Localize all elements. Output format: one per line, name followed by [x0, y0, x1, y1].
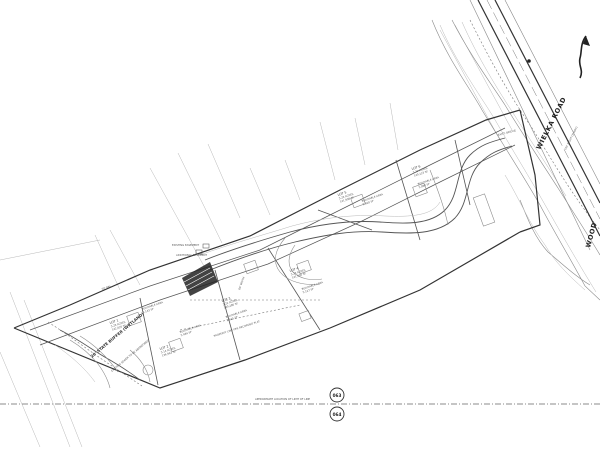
svg-text:LOT 3: LOT 3 — [221, 296, 231, 303]
bridge-note: EXIST. BRIDGE — [497, 128, 516, 137]
lot-5-buildable: BUILDABLE AREA 5,928 SF — [361, 192, 384, 206]
match-line-label: APPROXIMATE LOCATION OF LIMIT OF LINE — [255, 397, 310, 401]
lot-2-buildable: BUILDABLE AREA 5,484 SF — [179, 323, 202, 337]
svg-text:141,990 SF: 141,990 SF — [291, 271, 307, 280]
existing-easement-note: EXISTING EASEMENT — [172, 243, 199, 247]
svg-text:141,908 SF: 141,908 SF — [339, 195, 355, 204]
svg-text:3.22 ACRES: 3.22 ACRES — [412, 166, 428, 175]
svg-text:LOT 1: LOT 1 — [109, 318, 119, 325]
svg-text:BUILDABLE AREA: BUILDABLE AREA — [301, 280, 324, 291]
svg-text:BUILDABLE AREA: BUILDABLE AREA — [141, 300, 164, 311]
svg-text:5,928 SF: 5,928 SF — [362, 199, 375, 206]
lot-5-label: LOT 5 3.26 ACRES 141,908 SF — [337, 190, 355, 204]
svg-text:142,020 SF: 142,020 SF — [111, 323, 127, 332]
svg-text:BUILDABLE AREA: BUILDABLE AREA — [179, 323, 202, 334]
lot-2-label: LOT 2 3.14 ACRES 136,963 SF — [159, 344, 177, 358]
lot-1-label: LOT 1 3.26 ACRES 142,020 SF — [109, 318, 127, 332]
lot-4-buildable: BUILDABLE AREA 5,127 SF — [301, 280, 324, 294]
svg-text:LOT 5: LOT 5 — [337, 190, 347, 197]
sheet-match-line: APPROXIMATE LOCATION OF LIMIT OF LINE 06… — [0, 387, 600, 422]
svg-text:5,998 SF: 5,998 SF — [418, 182, 431, 189]
svg-text:5,127 SF: 5,127 SF — [302, 287, 315, 294]
wetland-buffer — [47, 321, 154, 389]
svg-text:BUILDABLE AREA: BUILDABLE AREA — [225, 308, 248, 319]
access-drive — [199, 137, 513, 285]
svg-text:BUILDABLE AREA: BUILDABLE AREA — [417, 175, 440, 186]
setback-note: 50' BRL — [101, 284, 112, 291]
additional-easement-note: ADDITIONAL EASEMENT — [176, 253, 207, 257]
hatched-structure — [182, 243, 218, 296]
svg-text:5,143 SF: 5,143 SF — [142, 307, 155, 314]
svg-text:LOT 2: LOT 2 — [159, 344, 169, 351]
survey-lines — [0, 24, 513, 448]
svg-text:136,963 SF: 136,963 SF — [161, 349, 177, 358]
svg-text:140,286 SF: 140,286 SF — [223, 301, 239, 310]
svg-text:3.14 ACRES: 3.14 ACRES — [160, 346, 176, 355]
svg-text:3.26 ACRES: 3.26 ACRES — [290, 268, 306, 277]
road-edge-label: WOOD — [584, 221, 598, 248]
lot-1-buildable: BUILDABLE AREA 5,143 SF — [141, 300, 164, 314]
svg-text:064: 064 — [333, 412, 342, 417]
lot-4-label: LOT 4 3.26 ACRES 141,990 SF — [289, 266, 307, 280]
svg-text:BUILDABLE AREA: BUILDABLE AREA — [361, 192, 384, 203]
svg-text:5,625 SF: 5,625 SF — [226, 315, 239, 322]
wielka-road: WIELKA ROAD (40' RIGHT-OF-WAY) EXIST. BR… — [469, 0, 600, 251]
page-marker-top: 063 — [329, 387, 345, 403]
page-marker-bottom: 064 — [329, 406, 345, 422]
svg-text:140,123 SF: 140,123 SF — [413, 169, 429, 178]
building-footprints — [126, 182, 496, 353]
lot-6-buildable: BUILDABLE AREA 5,998 SF — [417, 175, 440, 189]
svg-text:3.22 ACRES: 3.22 ACRES — [222, 298, 238, 307]
lot-lines — [139, 139, 471, 386]
parcel-boundary — [13, 109, 541, 389]
lot-3-label: LOT 3 3.22 ACRES 140,286 SF — [221, 296, 239, 310]
svg-text:LOT 4: LOT 4 — [289, 266, 299, 273]
svg-text:LOT 6: LOT 6 — [411, 164, 421, 171]
stream-corridor — [431, 19, 600, 301]
width-note: 60' WIDTH — [237, 276, 245, 290]
svg-text:063: 063 — [333, 393, 342, 398]
svg-text:3.26 ACRES: 3.26 ACRES — [110, 320, 126, 329]
svg-text:3.26 ACRES: 3.26 ACRES — [338, 192, 354, 201]
lot-3-buildable: BUILDABLE AREA 5,625 SF — [225, 308, 248, 322]
svg-text:5,484 SF: 5,484 SF — [180, 330, 193, 337]
north-arrow-icon — [527, 35, 590, 79]
lot-6-label: LOT 6 3.22 ACRES 140,123 SF — [411, 164, 429, 178]
lot-labels: LOT 1 3.26 ACRES 142,020 SF BUILDABLE AR… — [109, 164, 440, 358]
